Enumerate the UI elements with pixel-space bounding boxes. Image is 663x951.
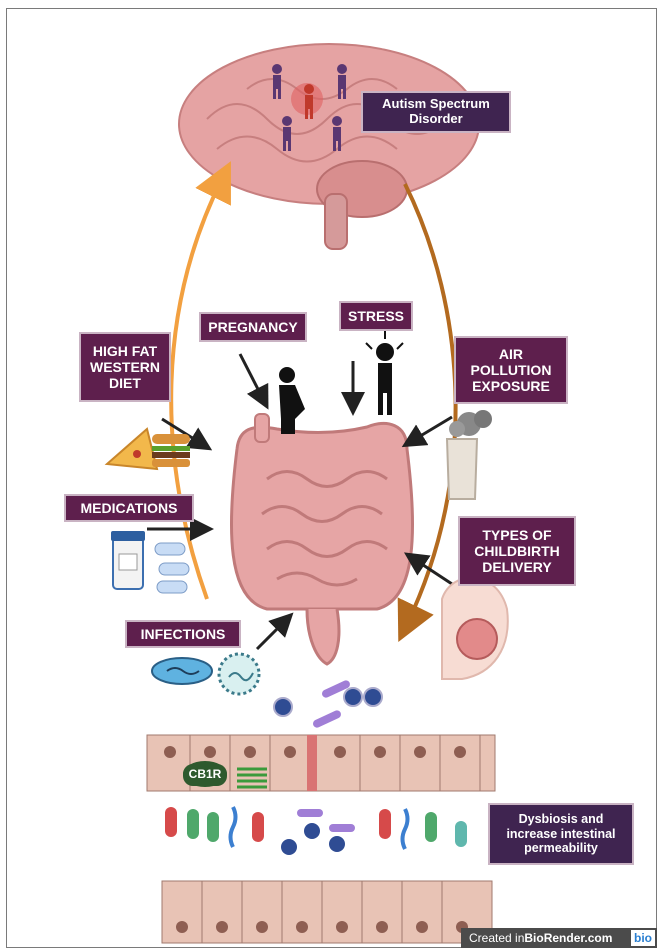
credit-prefix: Created in (469, 931, 524, 945)
label-stress: STRESS (339, 301, 413, 331)
label-autism: Autism Spectrum Disorder (361, 91, 511, 133)
biorender-logo: bio (631, 930, 655, 946)
microbes-lumen (165, 807, 467, 855)
fetus-womb-icon (442, 578, 508, 679)
label-pregnancy: PREGNANCY (199, 312, 307, 342)
brain-to-gut-arrow (405, 184, 456, 624)
label-dysbiosis: Dysbiosis and increase intestinal permea… (488, 803, 634, 865)
microbes-top (274, 679, 382, 729)
pregnant-woman-icon (279, 367, 305, 434)
gut-to-brain-arrow (171, 179, 222, 599)
pizza-burger-icon (107, 429, 190, 469)
label-childbirth: TYPES OF CHILDBIRTH DELIVERY (458, 516, 576, 586)
label-high-fat-diet: HIGH FAT WESTERN DIET (79, 332, 171, 402)
figure-frame: Autism Spectrum Disorder HIGH FAT WESTER… (6, 8, 657, 948)
brain-illustration (179, 44, 479, 249)
air-pollution-arrow (412, 417, 452, 441)
bacteria-virus-icon (152, 654, 259, 694)
pill-bottle-icon (111, 531, 189, 593)
credit-brand: BioRender.com (524, 931, 612, 945)
factory-icon (447, 410, 492, 499)
label-air-pollution: AIR POLLUTION EXPOSURE (454, 336, 568, 404)
stressed-person-icon (366, 331, 403, 415)
intestine-illustration (231, 414, 412, 664)
label-medications: MEDICATIONS (64, 494, 194, 522)
pregnancy-arrow (240, 354, 263, 399)
epithelium-bottom (162, 881, 492, 943)
infections-arrow (257, 621, 285, 649)
label-infections: INFECTIONS (125, 620, 241, 648)
label-cb1r: CB1R (183, 764, 227, 786)
biorender-credit: Created in BioRender.com bio (461, 928, 657, 948)
